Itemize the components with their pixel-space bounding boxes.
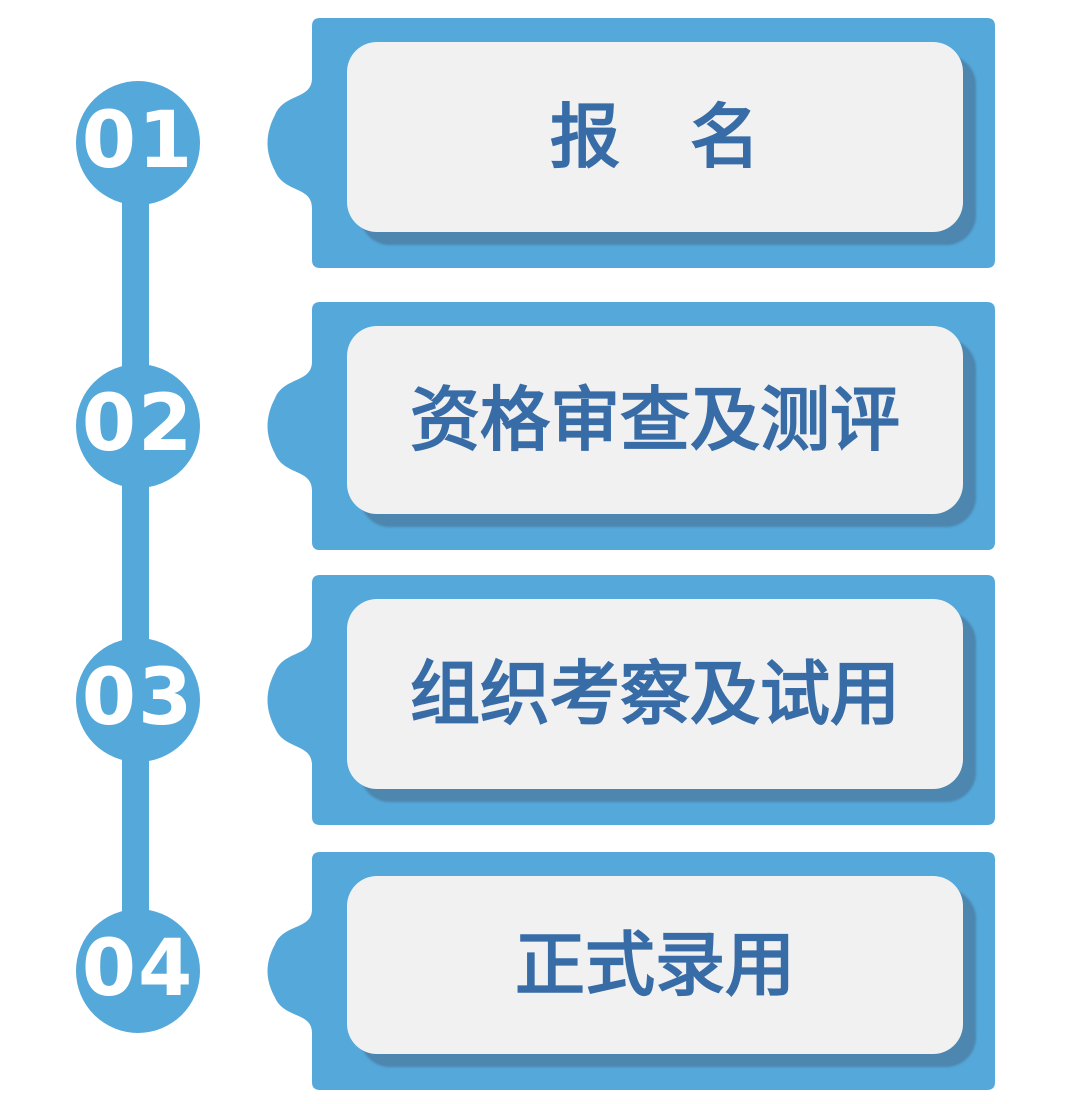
step-04-label: 正式录用 (515, 924, 795, 1006)
step-01-badge: 01 (76, 81, 200, 205)
step-03-box: 组织考察及试用 (262, 575, 995, 825)
step-01-card: 报 名 (347, 42, 963, 232)
step-04-box: 正式录用 (262, 852, 995, 1090)
step-03-card: 组织考察及试用 (347, 599, 963, 789)
step-02-card: 资格审查及测评 (347, 326, 963, 514)
step-02-box: 资格审查及测评 (262, 302, 995, 550)
step-04-number: 04 (81, 924, 195, 1014)
step-04-badge: 04 (76, 909, 200, 1033)
step-01-box: 报 名 (262, 18, 995, 268)
step-02-label: 资格审查及测评 (410, 379, 900, 461)
timeline-connector-line (122, 143, 149, 971)
step-01-label: 报 名 (550, 96, 760, 178)
step-02-number: 02 (81, 379, 195, 469)
step-03-label: 组织考察及试用 (410, 653, 900, 735)
step-03-badge: 03 (76, 638, 200, 762)
step-03-number: 03 (81, 653, 195, 743)
step-01-number: 01 (81, 96, 195, 186)
step-04-card: 正式录用 (347, 876, 963, 1054)
step-02-badge: 02 (76, 364, 200, 488)
